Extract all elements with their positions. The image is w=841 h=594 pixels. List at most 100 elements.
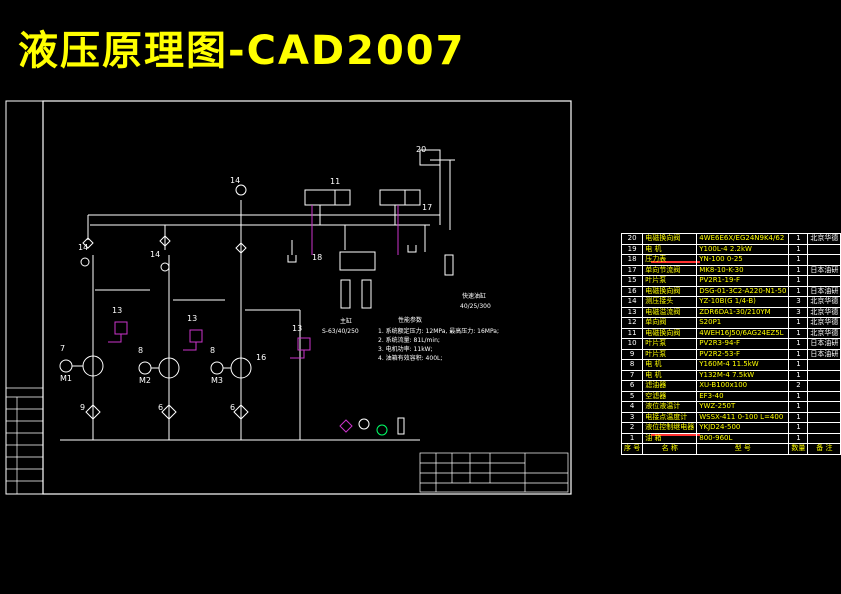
parts-cell-qty: 1 xyxy=(788,317,809,329)
parts-header-remark: 备 注 xyxy=(807,443,841,455)
parts-cell-spec: DSG-01-3C2-A220-N1-50 xyxy=(696,285,790,297)
parts-cell-qty: 1 xyxy=(788,275,809,287)
parts-cell-qty: 1 xyxy=(788,264,809,276)
parts-cell-name: 电磁溢流阀 xyxy=(642,306,698,318)
pressure-gauges xyxy=(80,184,247,272)
parts-cell-spec: PV2R2-53-F xyxy=(696,348,790,360)
parts-cell-qty: 1 xyxy=(788,390,809,402)
parts-cell-no: 9 xyxy=(620,348,644,360)
pump-1 xyxy=(59,355,104,377)
parts-cell-spec: S20P1 xyxy=(696,317,790,329)
label-13c: 13 xyxy=(292,324,302,333)
parts-cell-spec: PV2R1-19-F xyxy=(696,275,790,287)
label-14c: 14 xyxy=(150,250,160,259)
parts-cell-name: 电 机 xyxy=(642,369,698,381)
parts-cell-name: 液位控制继电器 xyxy=(642,422,698,434)
check-valves xyxy=(82,235,247,254)
side-strip-cells xyxy=(6,387,43,494)
parts-cell-no: 12 xyxy=(620,317,644,329)
parts-cell-qty: 1 xyxy=(788,348,809,360)
parts-cell-qty: 1 xyxy=(788,432,809,444)
parts-cell-spec: PV2R3-94-F xyxy=(696,338,790,350)
parts-cell-name: 叶片泵 xyxy=(642,348,698,360)
parts-cell-qty: 3 xyxy=(788,306,809,318)
parts-cell-qty: 1 xyxy=(788,411,809,423)
relief-valves xyxy=(108,321,311,359)
parts-cell-spec: XU-B100x100 xyxy=(696,380,790,392)
parts-cell-spec: Y132M-4 7.5kW xyxy=(696,369,790,381)
parts-cell-name: 电 机 xyxy=(642,359,698,371)
note-2: 2. 系统流量: 81L/min; xyxy=(378,336,440,344)
parts-cell-name: 电磁换向阀 xyxy=(642,327,698,339)
drawing-frame xyxy=(42,100,572,495)
parts-cell-remark: 日本油研 xyxy=(807,264,841,276)
parts-cell-remark xyxy=(807,401,841,413)
note-4: 4. 油箱有效容积: 400L; xyxy=(378,354,442,362)
parts-cell-no: 7 xyxy=(620,369,644,381)
parts-cell-spec: YN-100 0-25 xyxy=(696,254,790,266)
parts-cell-remark: 北京华德 xyxy=(807,317,841,329)
label-11: 11 xyxy=(330,177,340,186)
parts-header-spec: 型 号 xyxy=(696,443,790,455)
parts-cell-remark: 北京华德 xyxy=(807,306,841,318)
parts-header-name: 名 称 xyxy=(642,443,698,455)
parts-cell-qty: 1 xyxy=(788,327,809,339)
right-label: 快速油缸 xyxy=(462,292,486,300)
parts-cell-remark: 日本油研 xyxy=(807,285,841,297)
parts-cell-qty: 1 xyxy=(788,338,809,350)
parts-cell-spec: MK8-10-K-30 xyxy=(696,264,790,276)
label-14b: 14 xyxy=(78,243,88,252)
title-block xyxy=(419,452,569,493)
parts-cell-remark: 北京华德 xyxy=(807,327,841,339)
parts-cell-spec: YKJD24-500 xyxy=(696,422,790,434)
parts-cell-spec: 800-960L xyxy=(696,432,790,444)
parts-cell-name: 电 机 xyxy=(642,243,698,255)
label-7: 7 xyxy=(60,344,65,353)
parts-cell-name: 测压接头 xyxy=(642,296,698,308)
valve-accents xyxy=(311,205,399,255)
parts-cell-name: 电磁换向阀 xyxy=(642,233,698,245)
parts-cell-remark: 北京华德 xyxy=(807,296,841,308)
parts-cell-remark xyxy=(807,275,841,287)
parts-cell-qty: 1 xyxy=(788,401,809,413)
parts-cell-no: 6 xyxy=(620,380,644,392)
parts-cell-spec: EF3-40 xyxy=(696,390,790,402)
parts-cell-name: 压力表 xyxy=(642,254,698,266)
parts-cell-qty: 1 xyxy=(788,359,809,371)
parts-cell-remark xyxy=(807,254,841,266)
parts-cell-no: 15 xyxy=(620,275,644,287)
parts-cell-qty: 1 xyxy=(788,422,809,434)
label-m3: M3 xyxy=(211,376,223,385)
label-m2: M2 xyxy=(139,376,151,385)
note-1: 1. 系统额定压力: 12MPa, 最高压力: 16MPa; xyxy=(378,327,499,335)
parts-cell-qty: 1 xyxy=(788,243,809,255)
parts-cell-spec: Y160M-4 11.5kW xyxy=(696,359,790,371)
parts-cell-remark xyxy=(807,243,841,255)
label-8a: 8 xyxy=(138,346,143,355)
note-3: 3. 电机功率: 11kW; xyxy=(378,345,433,353)
parts-cell-qty: 1 xyxy=(788,285,809,297)
parts-cell-name: 液位液温计 xyxy=(642,401,698,413)
pump-3 xyxy=(210,357,252,379)
label-17: 17 xyxy=(422,203,432,212)
parts-cell-no: 18 xyxy=(620,254,644,266)
parts-cell-no: 17 xyxy=(620,264,644,276)
parts-cell-no: 11 xyxy=(620,327,644,339)
parts-cell-spec: YWZ-250T xyxy=(696,401,790,413)
cylinder-spec: S-63/40/250 xyxy=(322,328,359,335)
parts-cell-name: 空滤器 xyxy=(642,390,698,402)
parts-cell-qty: 1 xyxy=(788,233,809,245)
